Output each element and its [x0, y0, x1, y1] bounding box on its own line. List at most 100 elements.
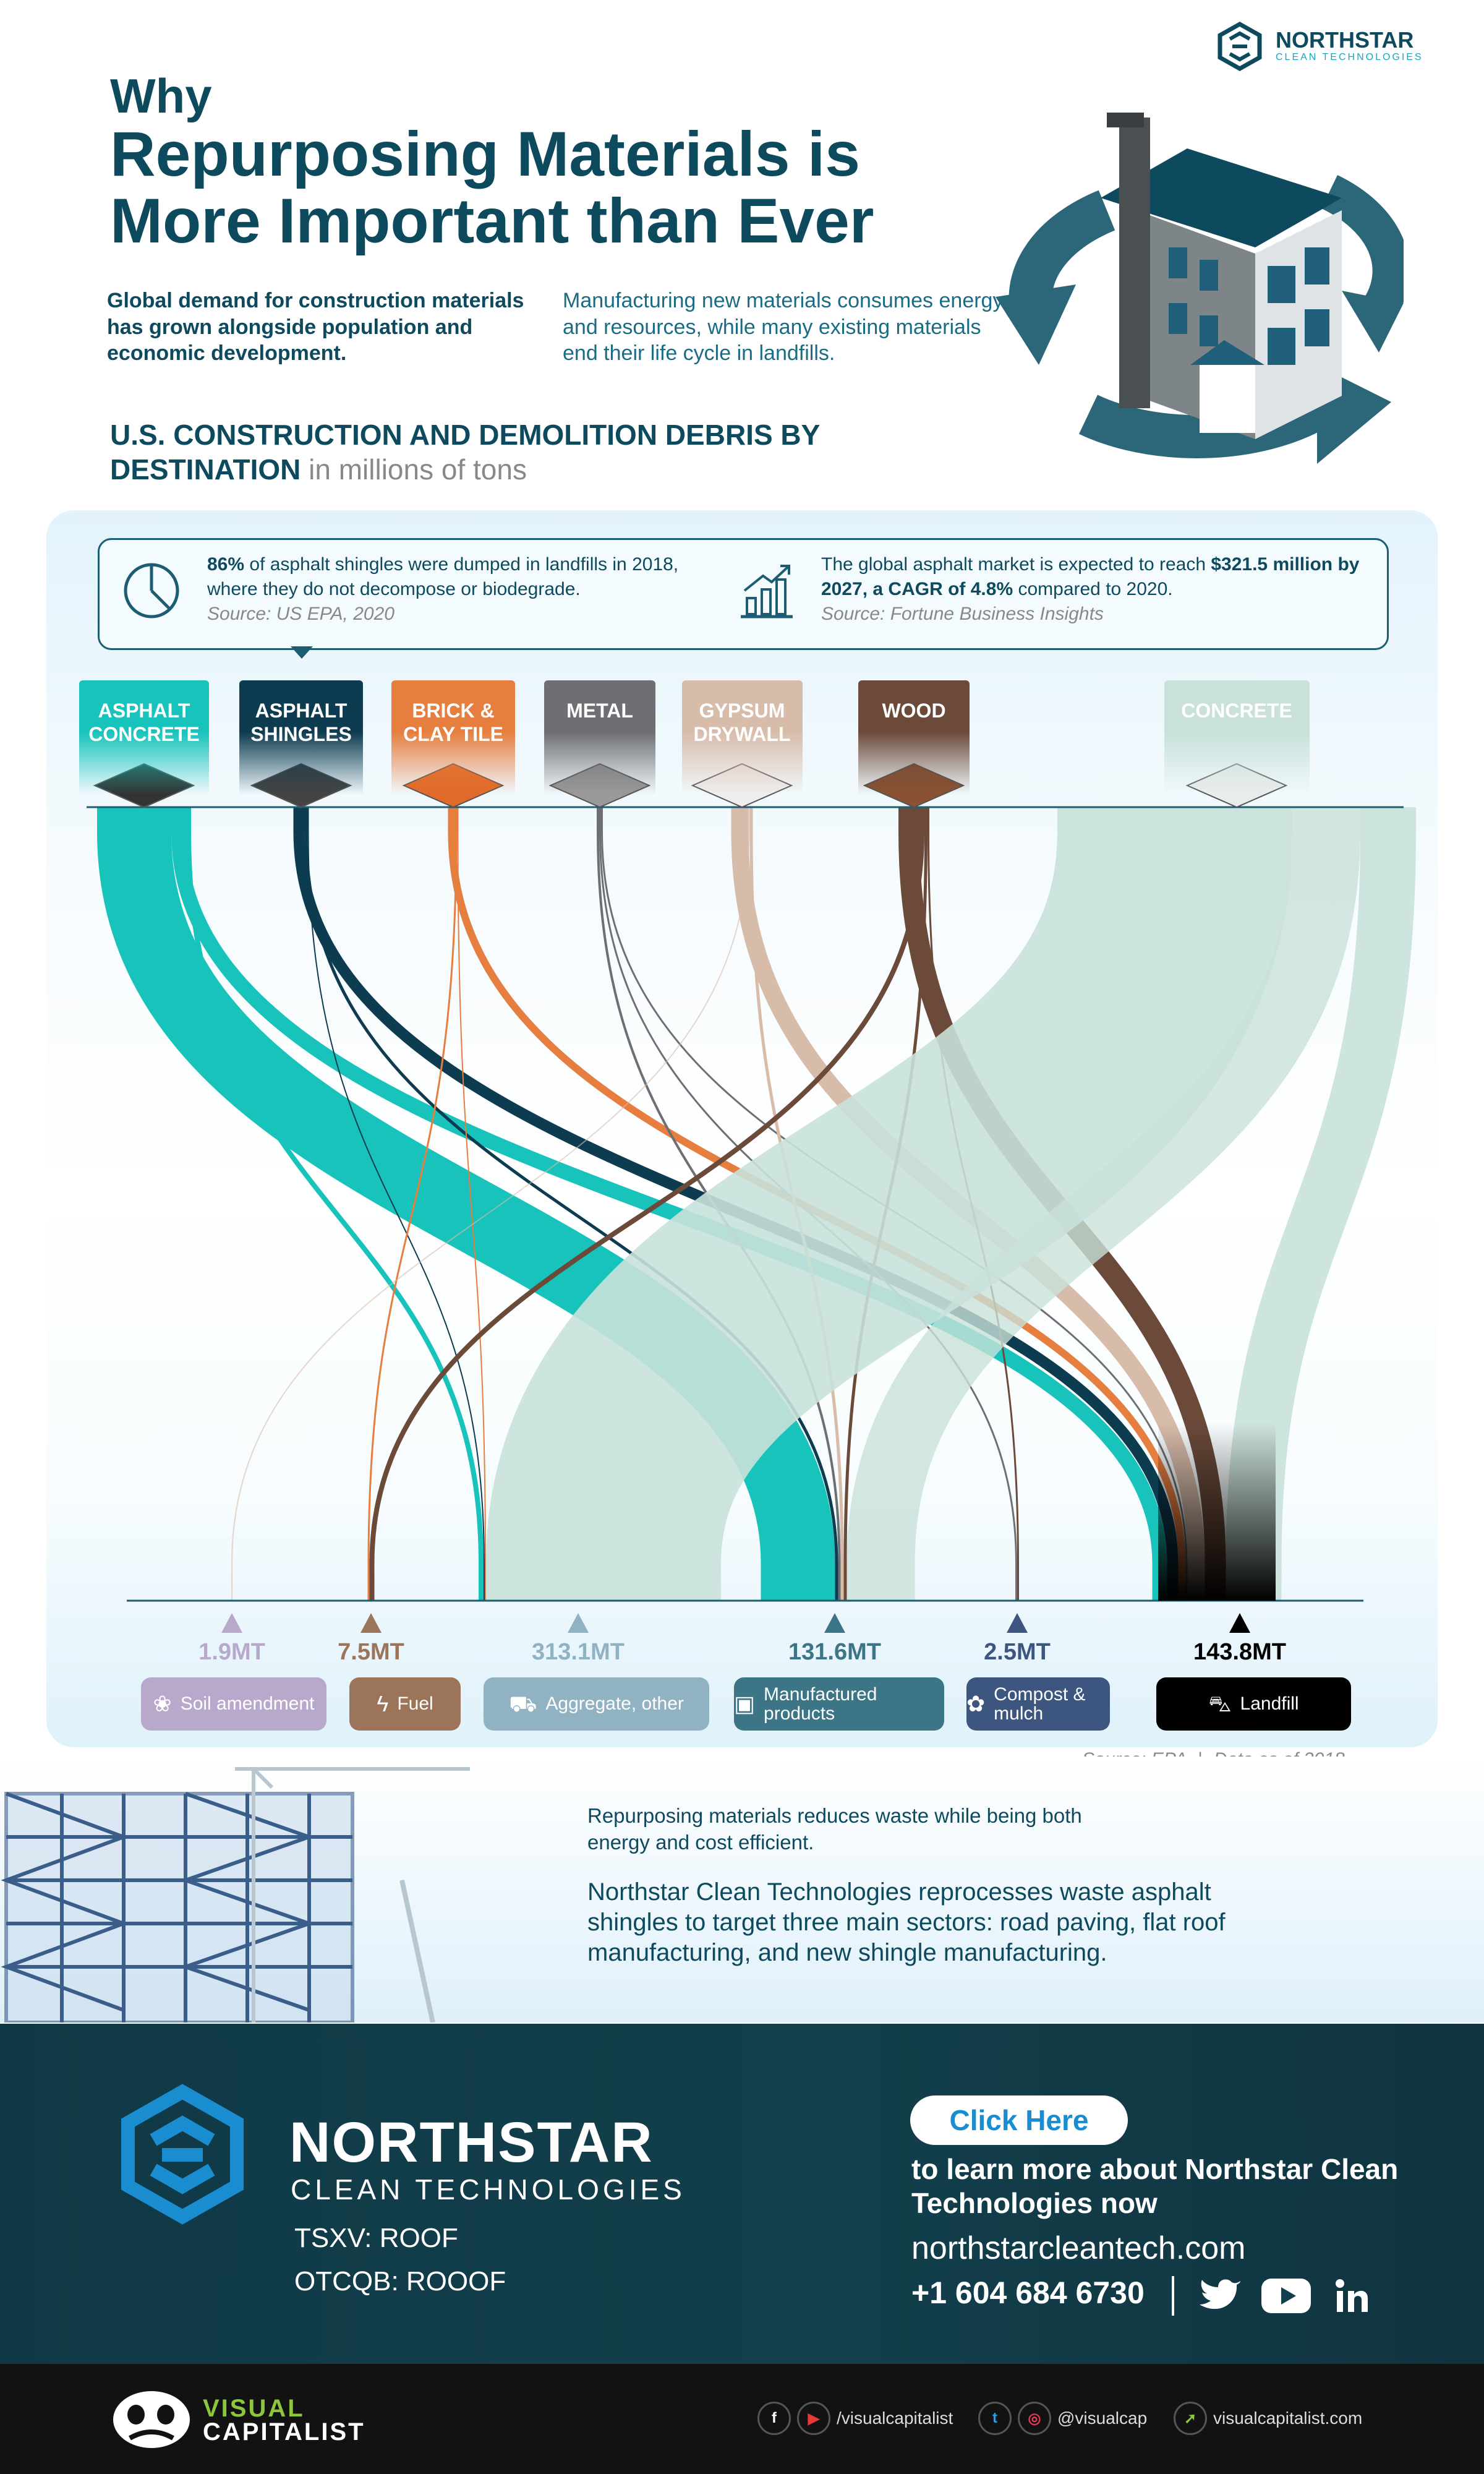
fact-asphalt-market: The global asphalt market is expected to…	[821, 552, 1371, 627]
source-label-brick-clay-tile: BRICK & CLAY TILE	[391, 680, 515, 795]
chart-title: U.S. CONSTRUCTION AND DEMOLITION DEBRIS …	[110, 417, 852, 487]
vc-handle-2[interactable]: @visualcap	[1057, 2408, 1148, 2428]
brand-name: NORTHSTAR	[1276, 27, 1414, 53]
click-here-button[interactable]: Click Here	[910, 2095, 1128, 2145]
destination-label-manufactured-products: ▣ Manufactured products	[734, 1677, 944, 1731]
box-icon: ▣	[734, 1691, 756, 1717]
vc-handle-1[interactable]: /visualcapitalist	[837, 2408, 953, 2428]
instagram-icon[interactable]: ◎	[1018, 2402, 1051, 2435]
destination-marker-manufactured-products	[824, 1613, 845, 1633]
youtube-small-icon[interactable]: ▶	[797, 2402, 830, 2435]
fact2-source: Source: Fortune Business Insights	[821, 603, 1104, 624]
pie-chart-icon	[124, 563, 179, 618]
construction-site-illustration	[1, 1767, 470, 2022]
intro-left: Global demand for construction materials…	[107, 289, 524, 365]
tsxv-ticker: TSXV: ROOF	[294, 2223, 458, 2253]
fact2-bold: $321.5 million by 2027, a CAGR of 4.8%	[821, 554, 1360, 599]
social-website[interactable]: ➚ visualcapitalist.com	[1174, 2402, 1362, 2435]
house-recycle-illustration	[996, 113, 1404, 464]
brand-sub: CLEAN TECHNOLOGIES	[1276, 52, 1423, 63]
intro-right: Manufacturing new materials consumes ene…	[563, 289, 1004, 365]
flow-asphalt-concrete-to-aggregate-other	[186, 807, 484, 1601]
destination-label-compost-mulch: ✿ Compost & mulch	[966, 1677, 1110, 1731]
destination-label-aggregate-other: ⛟Aggregate, other	[484, 1677, 709, 1731]
flow-asphalt-concrete-to-landfill	[171, 807, 1167, 1601]
flow-brick-clay-tile-to-aggregate-other	[457, 807, 486, 1601]
visual-capitalist-logo-icon	[113, 2391, 190, 2448]
destination-label-landfill: ⛍ Landfill	[1156, 1677, 1351, 1731]
destination-name-compost-mulch: Compost & mulch	[994, 1684, 1086, 1724]
landfill-node-bar	[1158, 1423, 1276, 1601]
flow-concrete-to-aggregate-other	[486, 807, 1292, 1601]
destination-name-fuel: Fuel	[397, 1693, 433, 1714]
destination-marker-fuel	[360, 1613, 382, 1633]
landfill-cart-icon: ⛍	[1208, 1691, 1232, 1717]
why-heading: Why	[110, 69, 212, 123]
fact1-bold: 86%	[207, 554, 245, 575]
facebook-icon[interactable]: f	[757, 2402, 791, 2435]
brand-logo-top: NORTHSTAR CLEAN TECHNOLOGIES	[1215, 22, 1423, 71]
chart-title-main: U.S. CONSTRUCTION AND DEMOLITION DEBRIS …	[110, 419, 820, 486]
destination-value-aggregate-other: 313.1MT	[532, 1639, 625, 1665]
destination-value-compost-mulch: 2.5MT	[984, 1639, 1051, 1665]
crane-icon	[235, 1767, 470, 2022]
flow-gypsum-drywall-to-soil-amendment	[231, 807, 750, 1601]
vc-name-1: VISUAL	[203, 2395, 305, 2422]
social-twitter-instagram[interactable]: t ◎ @visualcap	[978, 2402, 1147, 2435]
destination-value-landfill: 143.8MT	[1193, 1639, 1286, 1665]
divider	[1172, 2276, 1174, 2316]
flame-icon: ϟ	[377, 1691, 389, 1717]
source-label-gypsum-drywall: GYPSUM DRYWALL	[681, 680, 803, 795]
source-label-asphalt-shingles: ASPHALT SHINGLES	[239, 680, 363, 795]
northstar-logo-icon	[1217, 22, 1262, 71]
destination-marker-compost-mulch	[1007, 1613, 1028, 1633]
destination-name-landfill: Landfill	[1240, 1693, 1299, 1714]
destination-name-aggregate-other: Aggregate, other	[545, 1693, 684, 1714]
northstar-statement: Northstar Clean Technologies reprocesses…	[587, 1878, 1226, 1966]
publisher-bar	[0, 2364, 1484, 2474]
footer-brand-sub: CLEAN TECHNOLOGIES	[291, 2173, 686, 2206]
destination-marker-landfill	[1229, 1613, 1250, 1633]
destination-label-soil-amendment: ❀ Soil amendment	[141, 1677, 326, 1731]
fact-box-pointer	[291, 646, 313, 659]
flow-brick-clay-tile-to-fuel	[367, 807, 458, 1601]
cta-text: to learn more about Northstar Clean Tech…	[911, 2153, 1399, 2220]
footer-brand-name: NORTHSTAR	[289, 2111, 654, 2174]
source-label-asphalt-concrete: ASPHALT CONCRETE	[79, 680, 209, 795]
repurpose-note: Repurposing materials reduces waste whil…	[587, 1804, 1082, 1854]
northstar-logo-large-icon	[121, 2084, 244, 2225]
fact-asphalt-landfill: 86% of asphalt shingles were dumped in l…	[207, 552, 702, 627]
fact1-source: Source: US EPA, 2020	[207, 603, 394, 624]
otcqb-ticker: OTCQB: ROOOF	[294, 2266, 506, 2296]
linkedin-icon[interactable]	[1334, 2279, 1369, 2313]
destination-value-manufactured-products: 131.6MT	[788, 1639, 881, 1665]
compost-icon: ✿	[966, 1691, 986, 1717]
website-link[interactable]: northstarcleantech.com	[911, 2230, 1246, 2266]
chart-unit: in millions of tons	[309, 453, 527, 486]
destination-label-fuel: ϟ Fuel	[349, 1677, 461, 1731]
flow-asphalt-shingles-to-aggregate-other	[307, 807, 485, 1601]
flow-asphalt-shingles-to-manufactured-products	[304, 807, 838, 1601]
destination-value-soil-amendment: 1.9MT	[198, 1639, 265, 1665]
youtube-icon[interactable]	[1261, 2279, 1311, 2313]
company-footer	[0, 2024, 1484, 2364]
twitter-icon[interactable]	[1200, 2276, 1243, 2313]
source-label-concrete: CONCRETE	[1164, 680, 1310, 795]
vc-name-2: CAPITALIST	[203, 2418, 365, 2446]
growth-chart-icon	[741, 565, 793, 618]
destination-name-soil-amendment: Soil amendment	[180, 1693, 315, 1714]
destination-value-fuel: 7.5MT	[338, 1639, 404, 1665]
soil-icon: ❀	[153, 1691, 172, 1717]
source-label-wood: WOOD	[858, 680, 970, 795]
flow-wood-to-fuel	[369, 807, 924, 1601]
vc-site[interactable]: visualcapitalist.com	[1213, 2408, 1363, 2428]
destination-name-manufactured-products: Manufactured products	[764, 1684, 877, 1724]
flow-concrete-to-manufactured-products	[846, 807, 1360, 1601]
social-facebook-youtube[interactable]: f ▶ /visualcapitalist	[757, 2402, 953, 2435]
destination-marker-soil-amendment	[221, 1613, 242, 1633]
fact2-text2: compared to 2020.	[1013, 578, 1173, 599]
phone-number[interactable]: +1 604 684 6730	[911, 2275, 1145, 2310]
twitter-small-icon[interactable]: t	[978, 2402, 1012, 2435]
cursor-icon[interactable]: ➚	[1174, 2402, 1207, 2435]
fact-box	[98, 538, 1389, 650]
